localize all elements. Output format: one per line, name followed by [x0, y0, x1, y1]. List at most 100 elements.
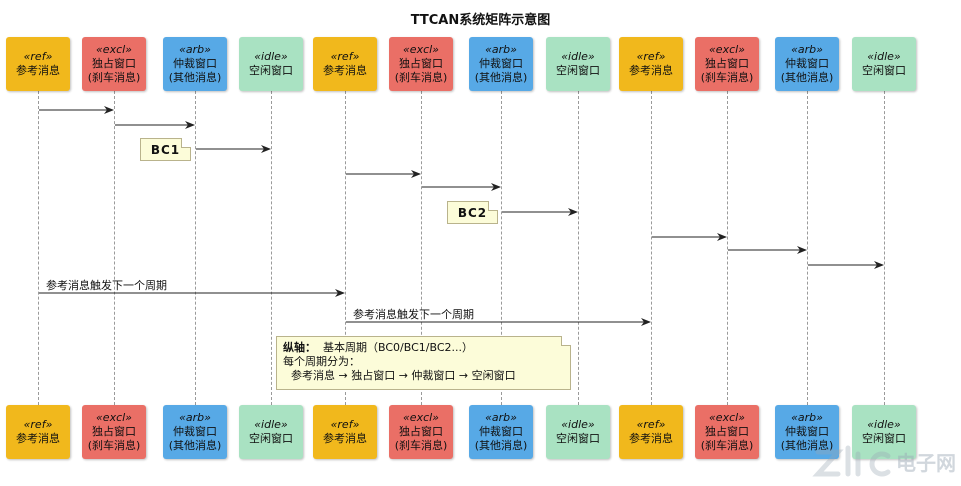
lifeline-3: [195, 91, 196, 405]
participant-stereotype: «excl»: [96, 43, 132, 56]
participant-name: 独占窗口: [399, 57, 443, 70]
lifeline-7: [501, 91, 502, 405]
participant-name: 参考消息: [16, 64, 60, 77]
participant-stereotype: «excl»: [403, 411, 439, 424]
participant-ref-top-1: «ref»参考消息: [6, 37, 70, 91]
note-axis-text: 基本周期（BC0/BC1/BC2...）: [323, 341, 473, 354]
participant-ref-bottom-5: «ref»参考消息: [313, 405, 377, 459]
lifeline-11: [807, 91, 808, 405]
participant-arb-top-7: «arb»仲裁窗口(其他消息): [469, 37, 533, 91]
lifeline-4: [271, 91, 272, 405]
note-axis-line2: 每个周期分为：: [283, 355, 360, 368]
participant-idle-top-12: «idle»空闲窗口: [852, 37, 916, 91]
participant-excl-bottom-10: «excl»独占窗口(刹车消息): [695, 405, 759, 459]
participant-subtitle: (刹车消息): [700, 439, 754, 452]
lifeline-8: [578, 91, 579, 405]
participant-name: 空闲窗口: [556, 432, 600, 445]
lifeline-6: [421, 91, 422, 405]
participant-arb-bottom-7: «arb»仲裁窗口(其他消息): [469, 405, 533, 459]
participant-name: 仲裁窗口: [173, 425, 217, 438]
participant-stereotype: «idle»: [254, 50, 288, 63]
participant-stereotype: «idle»: [867, 50, 901, 63]
participant-stereotype: «arb»: [485, 43, 517, 56]
participant-stereotype: «arb»: [179, 411, 211, 424]
participant-ref-top-5: «ref»参考消息: [313, 37, 377, 91]
participant-name: 仲裁窗口: [173, 57, 217, 70]
participant-stereotype: «excl»: [709, 411, 745, 424]
participant-ref-top-9: «ref»参考消息: [619, 37, 683, 91]
participant-stereotype: «arb»: [485, 411, 517, 424]
participant-stereotype: «arb»: [791, 43, 823, 56]
participant-name: 参考消息: [323, 432, 367, 445]
participant-name: 独占窗口: [705, 57, 749, 70]
message-label-11: 参考消息触发下一个周期: [353, 308, 474, 321]
participant-idle-top-8: «idle»空闲窗口: [546, 37, 610, 91]
participant-stereotype: «ref»: [23, 50, 53, 63]
message-label-10: 参考消息触发下一个周期: [46, 279, 167, 292]
note-bc2-text: BC2: [457, 205, 488, 220]
participant-excl-top-10: «excl»独占窗口(刹车消息): [695, 37, 759, 91]
participant-stereotype: «ref»: [330, 418, 360, 431]
participant-excl-bottom-2: «excl»独占窗口(刹车消息): [82, 405, 146, 459]
note-bc2: BC2: [447, 201, 498, 224]
participant-name: 空闲窗口: [862, 432, 906, 445]
participant-name: 仲裁窗口: [785, 57, 829, 70]
participant-subtitle: (其他消息): [168, 439, 222, 452]
participant-idle-bottom-12: «idle»空闲窗口: [852, 405, 916, 459]
participant-excl-top-6: «excl»独占窗口(刹车消息): [389, 37, 453, 91]
participant-subtitle: (刹车消息): [87, 71, 141, 84]
participant-excl-bottom-6: «excl»独占窗口(刹车消息): [389, 405, 453, 459]
participant-name: 参考消息: [629, 432, 673, 445]
participant-name: 独占窗口: [705, 425, 749, 438]
participant-idle-top-4: «idle»空闲窗口: [239, 37, 303, 91]
participant-name: 独占窗口: [399, 425, 443, 438]
participant-name: 仲裁窗口: [785, 425, 829, 438]
participant-name: 参考消息: [629, 64, 673, 77]
participant-stereotype: «ref»: [330, 50, 360, 63]
participant-stereotype: «ref»: [23, 418, 53, 431]
participant-subtitle: (刹车消息): [87, 439, 141, 452]
participant-stereotype: «ref»: [636, 418, 666, 431]
participant-name: 空闲窗口: [556, 64, 600, 77]
participant-subtitle: (其他消息): [780, 439, 834, 452]
participant-stereotype: «idle»: [254, 418, 288, 431]
lifeline-12: [884, 91, 885, 405]
participant-stereotype: «idle»: [561, 50, 595, 63]
note-axis-line1: 纵轴： 基本周期（BC0/BC1/BC2...）: [283, 341, 564, 355]
participant-name: 空闲窗口: [249, 432, 293, 445]
participant-subtitle: (其他消息): [168, 71, 222, 84]
participant-stereotype: «idle»: [561, 418, 595, 431]
note-axis-line3: 参考消息 → 独占窗口 → 仲裁窗口 → 空闲窗口: [291, 369, 516, 382]
participant-stereotype: «excl»: [403, 43, 439, 56]
lifeline-10: [727, 91, 728, 405]
note-axis: 纵轴： 基本周期（BC0/BC1/BC2...） 每个周期分为： 参考消息 → …: [276, 336, 571, 390]
lifeline-1: [38, 91, 39, 405]
participant-name: 参考消息: [16, 432, 60, 445]
participant-excl-top-2: «excl»独占窗口(刹车消息): [82, 37, 146, 91]
note-fold-icon: [181, 138, 191, 148]
participant-subtitle: (刹车消息): [394, 439, 448, 452]
participant-ref-bottom-9: «ref»参考消息: [619, 405, 683, 459]
participant-arb-top-11: «arb»仲裁窗口(其他消息): [775, 37, 839, 91]
diagram-title: TTCAN系统矩阵示意图: [410, 13, 551, 28]
note-fold-icon: [561, 336, 571, 346]
participant-idle-bottom-4: «idle»空闲窗口: [239, 405, 303, 459]
participant-subtitle: (刹车消息): [394, 71, 448, 84]
participant-name: 空闲窗口: [249, 64, 293, 77]
lifeline-9: [651, 91, 652, 405]
note-bc1: BC1: [140, 138, 191, 161]
watermark-text: 电子网: [896, 451, 956, 475]
lifeline-2: [114, 91, 115, 405]
participant-subtitle: (刹车消息): [700, 71, 754, 84]
participant-stereotype: «excl»: [96, 411, 132, 424]
participant-stereotype: «excl»: [709, 43, 745, 56]
note-axis-title: 纵轴：: [283, 341, 316, 354]
lifeline-5: [345, 91, 346, 405]
participant-name: 独占窗口: [92, 57, 136, 70]
participant-stereotype: «idle»: [867, 418, 901, 431]
participant-name: 空闲窗口: [862, 64, 906, 77]
participant-idle-bottom-8: «idle»空闲窗口: [546, 405, 610, 459]
participant-ref-bottom-1: «ref»参考消息: [6, 405, 70, 459]
